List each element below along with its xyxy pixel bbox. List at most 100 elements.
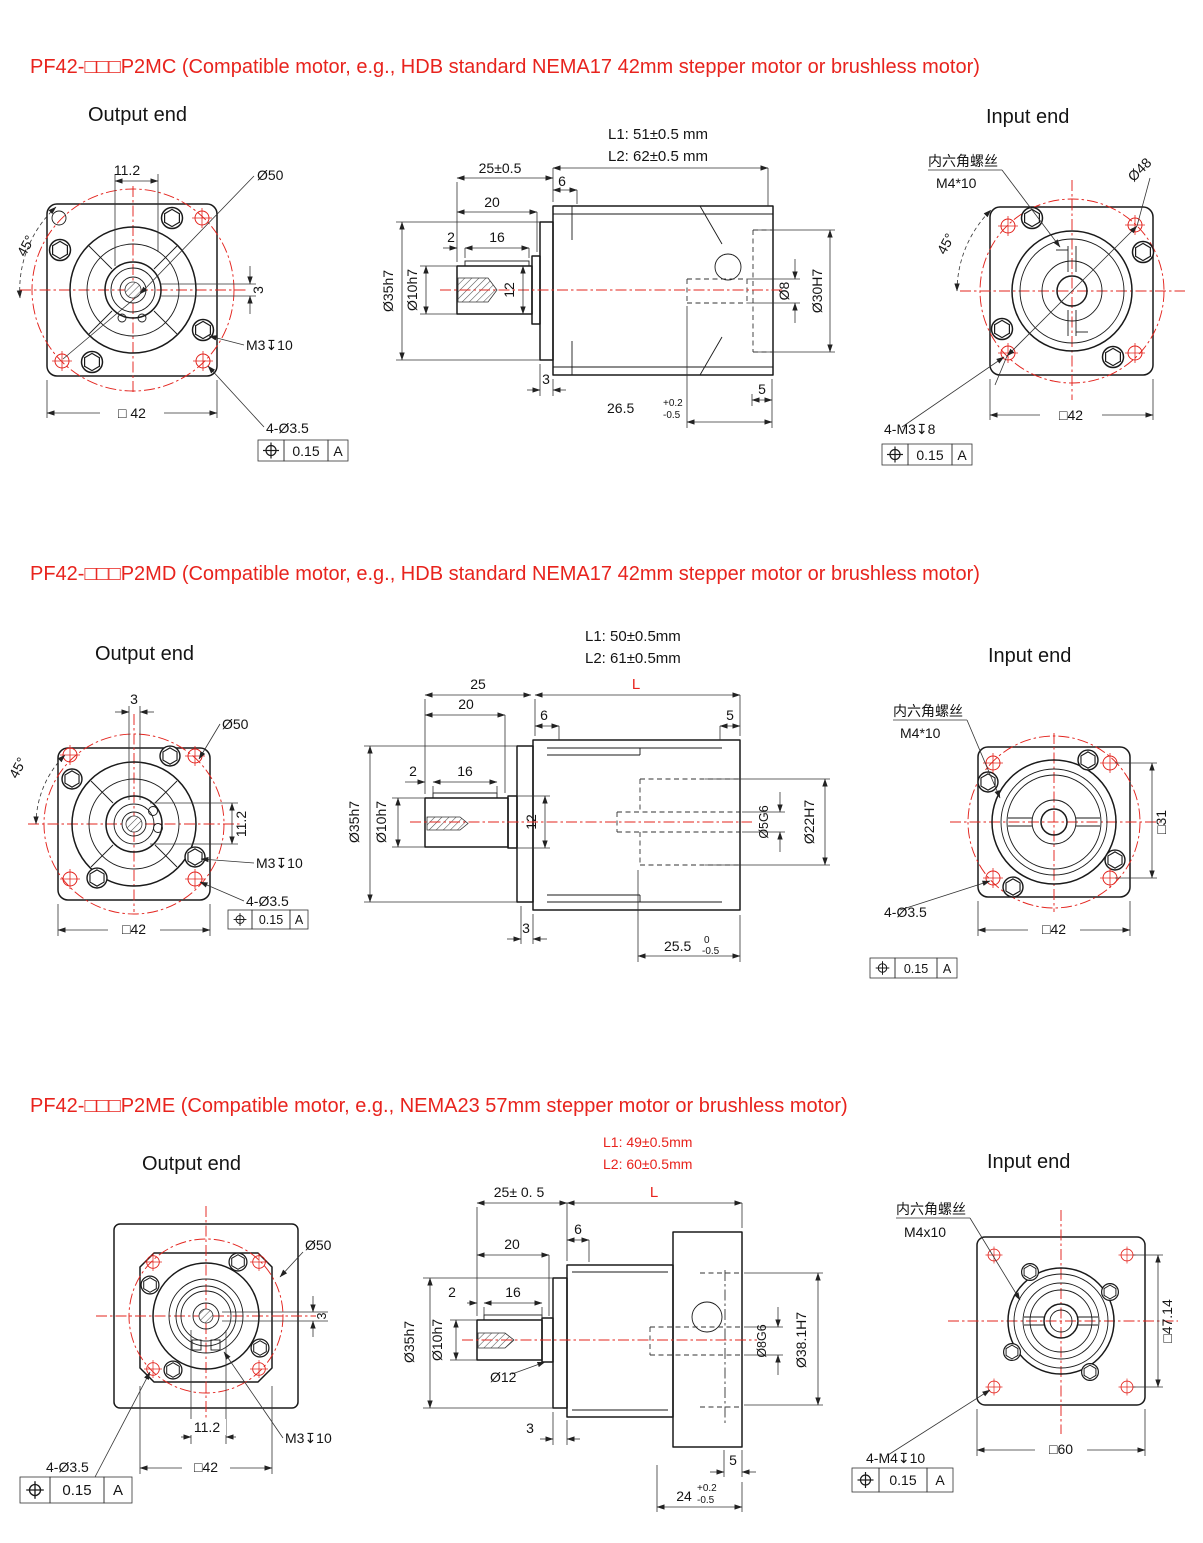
dim-25: 25± 0. 5 xyxy=(494,1184,545,1200)
datum-ref: A xyxy=(957,447,967,463)
hex-socket-screw-icon xyxy=(1080,1362,1100,1382)
length-l2: L2: 60±0.5mm xyxy=(603,1156,692,1172)
input-end-heading: Input end xyxy=(988,645,1071,667)
dim-26-5: 26.5 xyxy=(607,400,634,416)
tol-minus: -0.5 xyxy=(697,1495,715,1506)
s1-input-view: 内六角螺丝 M4*10 Ø48 45° □42 4-M3↧8 0.15 A xyxy=(881,153,1185,466)
mounting-hole-icon xyxy=(982,752,1004,774)
dim-square-42: □42 xyxy=(194,1459,218,1475)
dim-holes: 4-Ø3.5 xyxy=(884,904,927,920)
dim-16: 16 xyxy=(489,229,505,245)
s2-side-view: L 25 20 6 5 2 16 Ø35h7 Ø10h7 12 Ø5G6 Ø22… xyxy=(346,676,830,962)
hex-socket-screw-icon xyxy=(163,1360,183,1380)
tol-plus: 0 xyxy=(704,935,710,946)
mounting-hole-icon xyxy=(997,342,1019,364)
length-l1: L1: 49±0.5mm xyxy=(603,1134,692,1150)
mounting-hole-icon xyxy=(184,868,206,890)
dim-25: 25 xyxy=(470,676,486,692)
dim-dia50: Ø50 xyxy=(222,716,249,732)
dim-dia38h7: Ø38.1H7 xyxy=(793,1312,809,1368)
hex-socket-screw-icon xyxy=(160,206,184,230)
dim-2: 2 xyxy=(448,1284,456,1300)
dim-m3-thread: M3↧10 xyxy=(285,1430,332,1446)
mounting-hole-icon xyxy=(982,867,1004,889)
dim-6: 6 xyxy=(558,173,566,189)
input-end-heading: Input end xyxy=(987,1151,1070,1173)
s3-input-view: 内六角螺丝 M4x10 □47.14 □60 4-M4↧10 0.15 A xyxy=(851,1201,1178,1493)
s2-output-view: 3 Ø50 45° 11.2 M3↧10 4-Ø3.5 □42 0.15 A xyxy=(6,691,309,938)
dim-12: 12 xyxy=(523,814,539,830)
dim-6: 6 xyxy=(574,1221,582,1237)
dim-12: 12 xyxy=(501,282,517,298)
mounting-hole-icon xyxy=(249,1252,269,1272)
dim-16: 16 xyxy=(505,1284,521,1300)
dim-dia10h7: Ø10h7 xyxy=(429,1319,445,1361)
dim-3: 3 xyxy=(542,371,550,387)
section-title: PF42-□□□P2ME (Compatible motor, e.g., NE… xyxy=(30,1095,848,1117)
dim-dia35h7: Ø35h7 xyxy=(346,801,362,843)
dim-3: 3 xyxy=(522,920,530,936)
dim-dia35h7: Ø35h7 xyxy=(380,270,396,312)
length-l2: L2: 61±0.5mm xyxy=(585,650,681,667)
dim-3: 3 xyxy=(130,691,138,707)
s1-side-view: 25±0.5 6 20 2 16 Ø35h7 Ø10h7 12 3 26.5 +… xyxy=(380,160,835,428)
dim-L: L xyxy=(632,676,640,693)
hex-socket-screw-icon xyxy=(228,1252,248,1272)
position-symbol-icon xyxy=(233,912,247,927)
dim-dia12: Ø12 xyxy=(490,1369,517,1385)
hex-socket-screw-icon xyxy=(48,238,72,262)
hex-socket-screw-icon xyxy=(1100,1282,1120,1302)
dim-m3-thread: M3↧10 xyxy=(256,855,303,871)
dim-square-47-14: □47.14 xyxy=(1159,1299,1175,1343)
position-symbol-icon xyxy=(262,441,280,460)
s1-output-view: 11.2 Ø50 3 M3↧10 □ 42 4-Ø3.5 45° 0.15 A xyxy=(14,162,349,462)
position-tolerance-frame: 0.15 A xyxy=(227,909,309,930)
tolerance-value: 0.15 xyxy=(62,1482,91,1499)
dim-dia30h7: Ø30H7 xyxy=(809,269,825,314)
position-symbol-icon xyxy=(875,960,890,976)
position-tolerance-frame: 0.15 A xyxy=(257,439,349,462)
mounting-hole-icon xyxy=(1118,1378,1136,1396)
tol-plus: +0.2 xyxy=(697,1483,717,1494)
dim-45deg: 45° xyxy=(934,231,958,257)
label-screw-spec: M4*10 xyxy=(900,725,941,741)
tol-minus: -0.5 xyxy=(663,410,681,421)
dim-2: 2 xyxy=(409,763,417,779)
dim-20: 20 xyxy=(504,1236,520,1252)
mounting-hole-icon xyxy=(191,207,213,229)
hex-socket-screw-icon xyxy=(1020,206,1044,230)
dim-dia50: Ø50 xyxy=(257,167,284,183)
dim-dia10h7: Ø10h7 xyxy=(404,269,420,311)
hex-socket-screw-icon xyxy=(61,768,83,790)
hex-socket-screw-icon xyxy=(1131,240,1155,264)
dim-11-2: 11.2 xyxy=(194,1419,220,1435)
label-screw-spec: M4x10 xyxy=(904,1224,946,1240)
tolerance-value: 0.15 xyxy=(292,443,319,459)
dim-holes: 4-M4↧10 xyxy=(866,1450,925,1466)
dim-dia8: Ø8 xyxy=(776,281,792,300)
mounting-hole-icon xyxy=(184,745,206,767)
hex-socket-screw-icon xyxy=(184,846,206,868)
dim-square-60: □60 xyxy=(1049,1441,1073,1457)
position-tolerance-frame: 0.15 A xyxy=(881,443,973,466)
hex-socket-screw-icon xyxy=(990,317,1014,341)
dim-dia35h7: Ø35h7 xyxy=(401,1321,417,1363)
dim-5: 5 xyxy=(726,707,734,723)
output-end-heading: Output end xyxy=(142,1153,241,1175)
hex-socket-screw-icon xyxy=(80,350,104,374)
mounting-hole-icon xyxy=(985,1378,1003,1396)
dim-L: L xyxy=(650,1184,658,1201)
label-hex-screw-cn: 内六角螺丝 xyxy=(928,153,998,169)
section-p2me: PF42-□□□P2ME (Compatible motor, e.g., NE… xyxy=(19,1095,1178,1512)
section-p2md: PF42-□□□P2MD (Compatible motor, e.g., HD… xyxy=(6,563,1169,979)
dim-square-42: □42 xyxy=(122,921,146,937)
dim-45deg: 45° xyxy=(14,233,38,259)
dim-square-42: □42 xyxy=(1042,921,1066,937)
dim-2: 2 xyxy=(447,229,455,245)
label-hex-screw-cn: 内六角螺丝 xyxy=(896,1201,966,1217)
dim-holes: 4-Ø3.5 xyxy=(246,893,289,909)
hex-socket-screw-icon xyxy=(86,867,108,889)
dim-5: 5 xyxy=(758,381,766,397)
mounting-hole-icon xyxy=(985,1246,1003,1264)
